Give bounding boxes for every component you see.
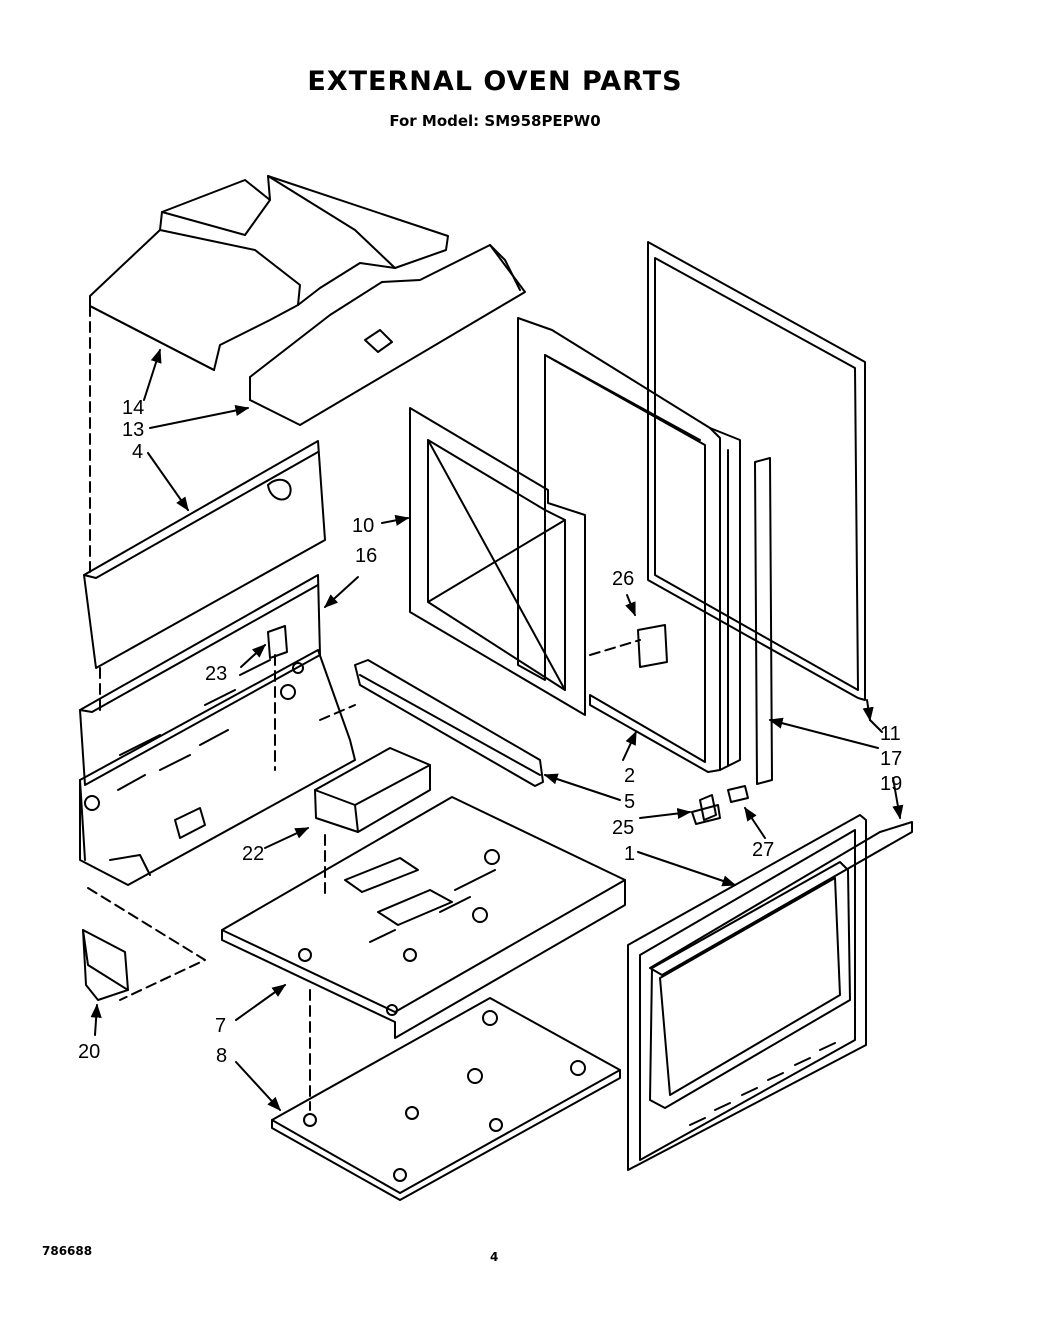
page-title: EXTERNAL OVEN PARTS xyxy=(307,66,683,97)
part-lower-frame xyxy=(79,649,356,886)
callout-10: 10 xyxy=(352,515,374,537)
part-5-side-rail xyxy=(354,659,544,787)
part-19-trim-strip xyxy=(649,821,913,976)
callout-19: 19 xyxy=(880,773,902,795)
part-20-guide-line xyxy=(87,887,206,1001)
page-number: 4 xyxy=(490,1250,499,1264)
callout-7: 7 xyxy=(215,1015,226,1037)
callout-26: 26 xyxy=(612,568,634,590)
leader-arrows xyxy=(90,348,904,1112)
part-16-middle-panel xyxy=(79,574,321,786)
callout-labels: 14 13 4 10 16 23 26 2 5 25 1 27 22 7 8 2… xyxy=(78,397,902,1067)
part-10-inner-panel xyxy=(409,407,586,716)
part-27-clip xyxy=(727,785,749,803)
callout-5: 5 xyxy=(624,791,635,813)
part-26-hinge-bracket xyxy=(637,624,668,668)
assembly-guide-lines xyxy=(89,305,641,1111)
part-4-upper-panel xyxy=(83,440,326,669)
part-23-bracket xyxy=(267,625,288,659)
callout-22: 22 xyxy=(242,843,264,865)
callout-4: 4 xyxy=(132,441,143,463)
part-2-door-frame xyxy=(517,317,741,773)
callout-16: 16 xyxy=(355,545,377,567)
part-11-outer-door xyxy=(647,241,866,701)
callout-14: 14 xyxy=(122,397,144,419)
callout-13: 13 xyxy=(122,419,144,441)
part-1-oven-front-frame xyxy=(627,814,867,1171)
callout-17: 17 xyxy=(880,748,902,770)
part-8-floor-panel xyxy=(271,997,621,1201)
part-25-hinge-pin xyxy=(691,794,721,825)
part-14-top-cover xyxy=(89,175,449,371)
callout-8: 8 xyxy=(216,1045,227,1067)
part-20-end-bracket xyxy=(82,929,129,1001)
callout-1: 1 xyxy=(624,843,635,865)
model-subtitle: For Model: SM958PEPW0 xyxy=(389,112,601,130)
callout-2: 2 xyxy=(624,765,635,787)
callout-23: 23 xyxy=(205,663,227,685)
part-22-shield xyxy=(314,747,431,833)
callout-25: 25 xyxy=(612,817,634,839)
callout-20: 20 xyxy=(78,1041,100,1063)
part-7-bottom-pan xyxy=(221,796,626,1039)
document-number: 786688 xyxy=(42,1244,93,1258)
callout-11: 11 xyxy=(880,723,901,745)
part-13-top-rear-panel xyxy=(249,244,526,426)
part-17-door-gasket xyxy=(754,457,773,785)
callout-27: 27 xyxy=(752,839,774,861)
